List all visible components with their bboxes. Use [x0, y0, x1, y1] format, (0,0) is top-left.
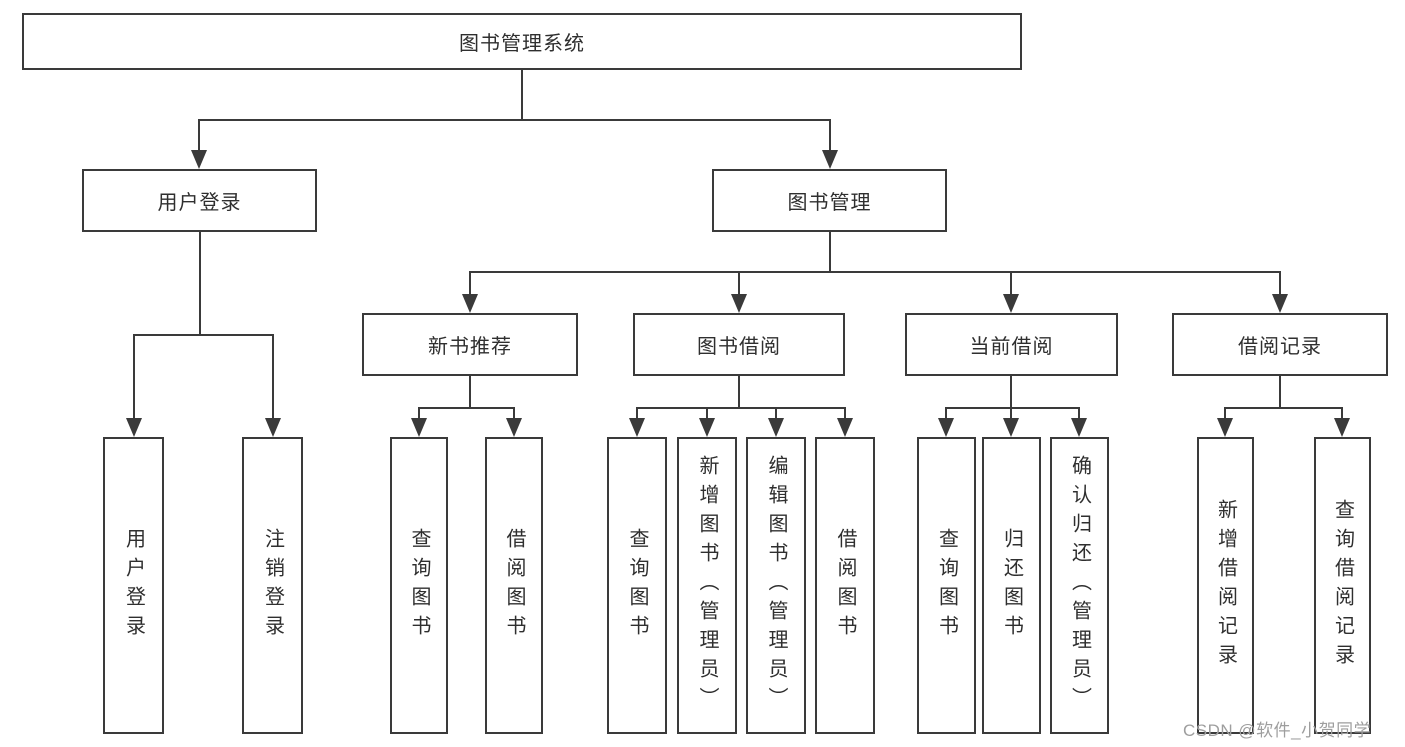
leaf-label: 新增借阅记录	[1214, 498, 1237, 673]
leaf-add-books-admin: 新增图书（管理员）	[677, 437, 737, 734]
node-borrow-records: 借阅记录	[1172, 313, 1388, 376]
leaf-label: 注销登录	[261, 527, 284, 644]
node-label: 图书借阅	[697, 336, 781, 358]
leaf-label: 查询图书	[408, 527, 430, 644]
leaf-query-borrow-record: 查询借阅记录	[1314, 437, 1371, 734]
node-label: 图书管理	[787, 192, 872, 214]
leaf-borrow-books: 借阅图书	[815, 437, 875, 734]
leaf-borrow-books-recommend: 借阅图书	[485, 437, 543, 734]
leaf-label: 新增图书（管理员）	[696, 455, 718, 716]
leaf-label: 用户登录	[122, 527, 145, 644]
leaf-query-books-recommend: 查询图书	[390, 437, 448, 734]
node-label: 用户登录	[157, 192, 242, 214]
leaf-logout: 注销登录	[242, 437, 303, 734]
node-user-login: 用户登录	[82, 169, 317, 232]
node-label: 借阅记录	[1238, 336, 1322, 358]
leaf-label: 编辑图书（管理员）	[765, 455, 787, 716]
node-book-borrowing: 图书借阅	[633, 313, 845, 376]
leaf-edit-books-admin: 编辑图书（管理员）	[746, 437, 806, 734]
leaf-label: 借阅图书	[834, 527, 856, 644]
node-label: 图书管理系统	[459, 33, 585, 55]
leaf-label: 查询图书	[935, 527, 958, 644]
leaf-label: 借阅图书	[503, 527, 525, 644]
node-book-management: 图书管理	[712, 169, 947, 232]
leaf-user-login: 用户登录	[103, 437, 164, 734]
leaf-query-books-current: 查询图书	[917, 437, 976, 734]
leaf-confirm-return-admin: 确认归还（管理员）	[1050, 437, 1109, 734]
csdn-watermark: CSDN @软件_小贺同学	[1183, 721, 1372, 740]
leaf-query-books-borrowing: 查询图书	[607, 437, 667, 734]
leaf-label: 查询图书	[626, 527, 648, 644]
node-new-book-recommend: 新书推荐	[362, 313, 578, 376]
leaf-label: 查询借阅记录	[1331, 498, 1354, 673]
node-label: 新书推荐	[428, 336, 512, 358]
leaf-label: 确认归还（管理员）	[1068, 455, 1091, 716]
leaf-label: 归还图书	[1000, 527, 1023, 644]
node-label: 当前借阅	[969, 336, 1054, 358]
node-current-borrowing: 当前借阅	[905, 313, 1118, 376]
leaf-add-borrow-record: 新增借阅记录	[1197, 437, 1254, 734]
leaf-return-books: 归还图书	[982, 437, 1041, 734]
node-library-system: 图书管理系统	[22, 13, 1022, 70]
